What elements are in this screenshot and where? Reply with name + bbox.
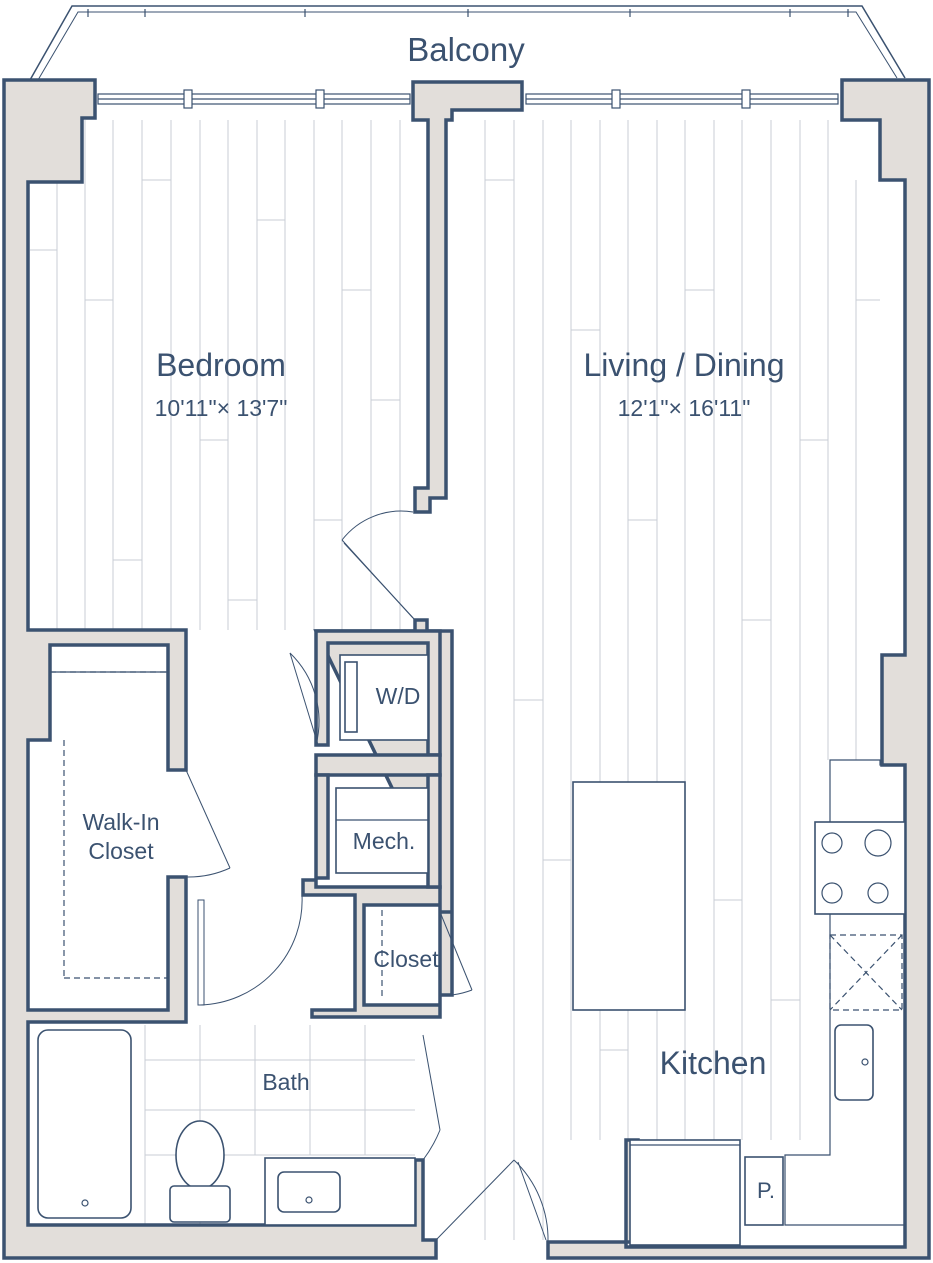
mech-label: Mech.: [353, 828, 416, 854]
kitchen-label: Kitchen: [660, 1045, 767, 1081]
living-dining-label: Living / Dining: [584, 347, 785, 383]
walls: [2, 78, 931, 1260]
closet-label: Closet: [373, 946, 439, 972]
balcony: [29, 5, 906, 81]
pantry-label: P.: [757, 1178, 775, 1203]
washer-dryer-label: W/D: [376, 683, 421, 709]
walkin-closet-label-line1: Walk-In: [82, 809, 159, 835]
living-dining-dimensions: 12'1"× 16'11": [618, 395, 751, 421]
balcony-label: Balcony: [407, 31, 525, 68]
fixtures: [37, 654, 906, 1246]
bedroom-dimensions: 10'11"× 13'7": [155, 395, 288, 421]
bedroom-label: Bedroom: [156, 347, 286, 383]
walkin-closet-label-line2: Closet: [88, 838, 154, 864]
bath-label: Bath: [262, 1069, 309, 1095]
windows: [97, 89, 839, 109]
doors: [185, 510, 549, 1243]
